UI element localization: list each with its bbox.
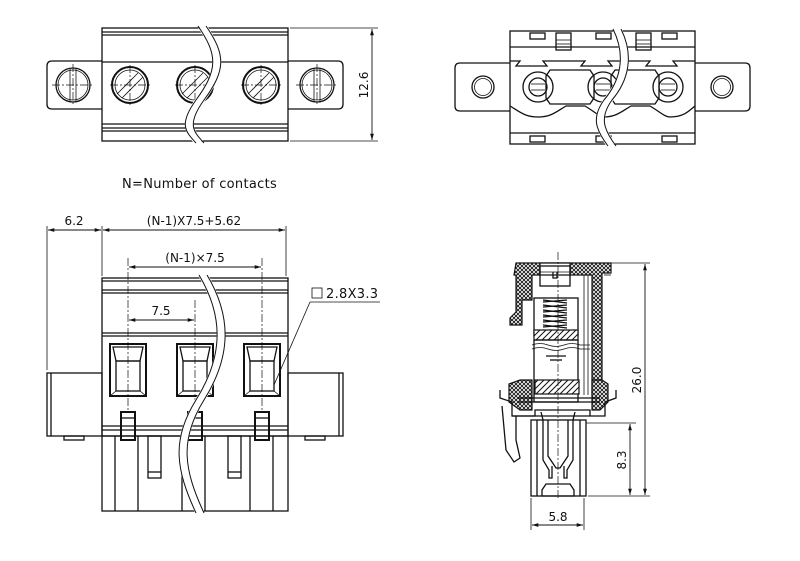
dimension-label: 5.8 bbox=[548, 510, 567, 524]
dimension-label: 12.6 bbox=[357, 72, 371, 99]
break-line bbox=[184, 23, 222, 147]
dimension-height: 26.0 bbox=[588, 262, 650, 497]
front-view: 6.2 (N-1)X7.5+5.62 (N-1)×7.5 7.5 2.8X3.3 bbox=[46, 214, 380, 515]
flange-screw-icon bbox=[52, 64, 94, 106]
dimension-label: 26.0 bbox=[630, 367, 644, 394]
terminal-screw-icon bbox=[110, 65, 150, 105]
dimension-label: 6.2 bbox=[64, 214, 83, 228]
top-view: 12.6 bbox=[46, 23, 378, 147]
thread-icon bbox=[542, 299, 568, 334]
side-section-view: 26.0 8.3 5.8 bbox=[499, 252, 650, 530]
dimension-overall: (N-1)X7.5+5.62 bbox=[103, 214, 287, 276]
flange-screw-icon bbox=[296, 64, 338, 106]
dimension-label: (N-1)X7.5+5.62 bbox=[147, 214, 241, 228]
dimension-label: 8.3 bbox=[615, 450, 629, 469]
note-number-of-contacts: N=Number of contacts bbox=[122, 177, 277, 192]
dimension-label: (N-1)×7.5 bbox=[165, 251, 224, 265]
dimension-width: 5.8 bbox=[530, 498, 585, 530]
terminal-screw-icon bbox=[241, 65, 281, 105]
dimension-pitch: 7.5 bbox=[129, 304, 194, 322]
dimension-label: 7.5 bbox=[151, 304, 170, 318]
dimension-pin-length: 8.3 bbox=[586, 422, 636, 495]
dimension-height: 12.6 bbox=[290, 27, 378, 142]
dimension-span: (N-1)×7.5 bbox=[129, 251, 261, 269]
contact-hole-icon bbox=[652, 71, 684, 103]
dimension-label: 2.8X3.3 bbox=[326, 287, 378, 302]
break-line bbox=[595, 26, 629, 149]
contact-hole-icon bbox=[522, 71, 554, 103]
break-line bbox=[178, 272, 226, 515]
bottom-view bbox=[454, 26, 751, 149]
callout-pin-size: 2.8X3.3 bbox=[273, 287, 380, 386]
dimension-flange: 6.2 bbox=[46, 214, 103, 370]
